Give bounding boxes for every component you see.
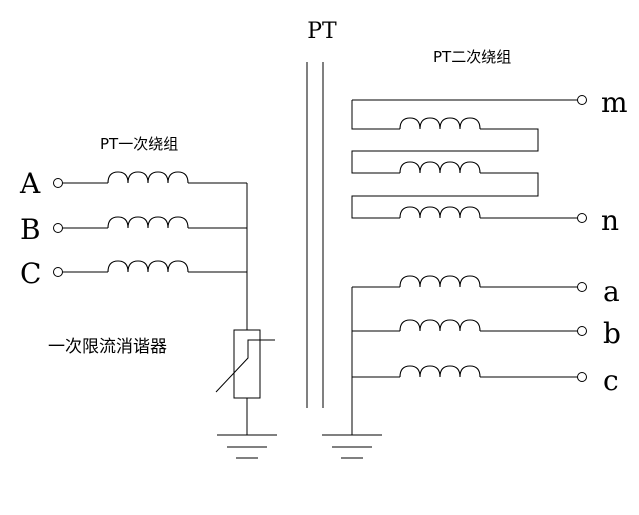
primary-phase-a: A xyxy=(19,167,247,200)
diagram-title: PT xyxy=(307,19,337,44)
nonlinear-resistor xyxy=(215,329,275,435)
terminal-c xyxy=(53,267,63,277)
terminal-label-a: A xyxy=(19,167,41,200)
transformer-core xyxy=(306,62,324,408)
secondary-winding: a b c xyxy=(351,275,621,435)
terminal-m xyxy=(577,95,587,105)
terminal-label-c: C xyxy=(20,257,41,290)
open-delta-winding: m n xyxy=(351,86,628,237)
terminal-a xyxy=(53,178,63,188)
terminal-b xyxy=(53,223,63,233)
terminal-label-sec-a: a xyxy=(603,275,620,308)
primary-winding-label: PT一次绕组 xyxy=(100,135,178,153)
secondary-phase-a: a xyxy=(352,275,620,308)
primary-ground-symbol xyxy=(217,434,277,459)
primary-winding: A B C xyxy=(19,167,248,330)
primary-phase-c: C xyxy=(20,257,247,290)
terminal-label-sec-b: b xyxy=(603,317,621,350)
secondary-phase-b: b xyxy=(352,317,621,350)
secondary-phase-c: c xyxy=(352,364,619,397)
secondary-ground-symbol xyxy=(322,434,382,459)
terminal-sec-c xyxy=(577,372,587,382)
terminal-sec-a xyxy=(577,282,587,292)
terminal-label-b: B xyxy=(20,213,41,246)
terminal-n xyxy=(577,213,587,223)
secondary-winding-label: PT二次绕组 xyxy=(433,48,511,66)
primary-phase-b: B xyxy=(20,213,247,246)
terminal-label-sec-c: c xyxy=(603,364,619,397)
terminal-sec-b xyxy=(577,326,587,336)
limiter-label: 一次限流消谐器 xyxy=(48,337,167,357)
terminal-label-m: m xyxy=(601,86,628,119)
terminal-label-n: n xyxy=(601,204,619,237)
